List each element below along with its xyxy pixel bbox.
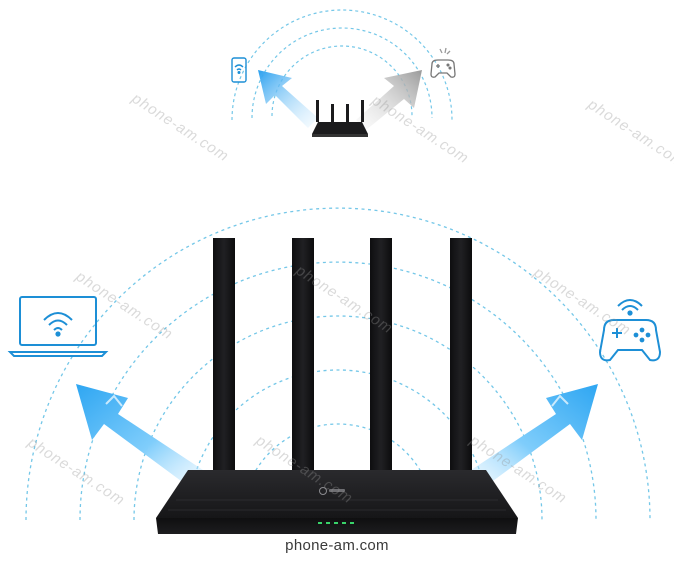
large-blue-signal-arrow-left — [76, 384, 212, 492]
gamepad-small-icon — [430, 47, 456, 78]
phone-wifi-icon — [231, 57, 247, 83]
small-router-icon — [312, 100, 368, 137]
laptop-wifi-icon — [7, 296, 109, 357]
large-blue-signal-arrow-right — [462, 384, 598, 492]
main-router — [156, 238, 518, 534]
gamepad-wifi-icon — [598, 299, 662, 362]
small-blue-signal-arrow — [258, 70, 318, 128]
router-front-edge — [156, 518, 518, 534]
small-gray-signal-arrow — [356, 70, 422, 130]
small-signal-arcs — [231, 9, 453, 121]
router-antennas — [213, 238, 472, 478]
tp-link-logo — [319, 487, 345, 495]
site-credit-text: phone-am.com — [285, 537, 389, 554]
status-leds — [318, 522, 354, 524]
router-top-surface — [156, 470, 518, 518]
